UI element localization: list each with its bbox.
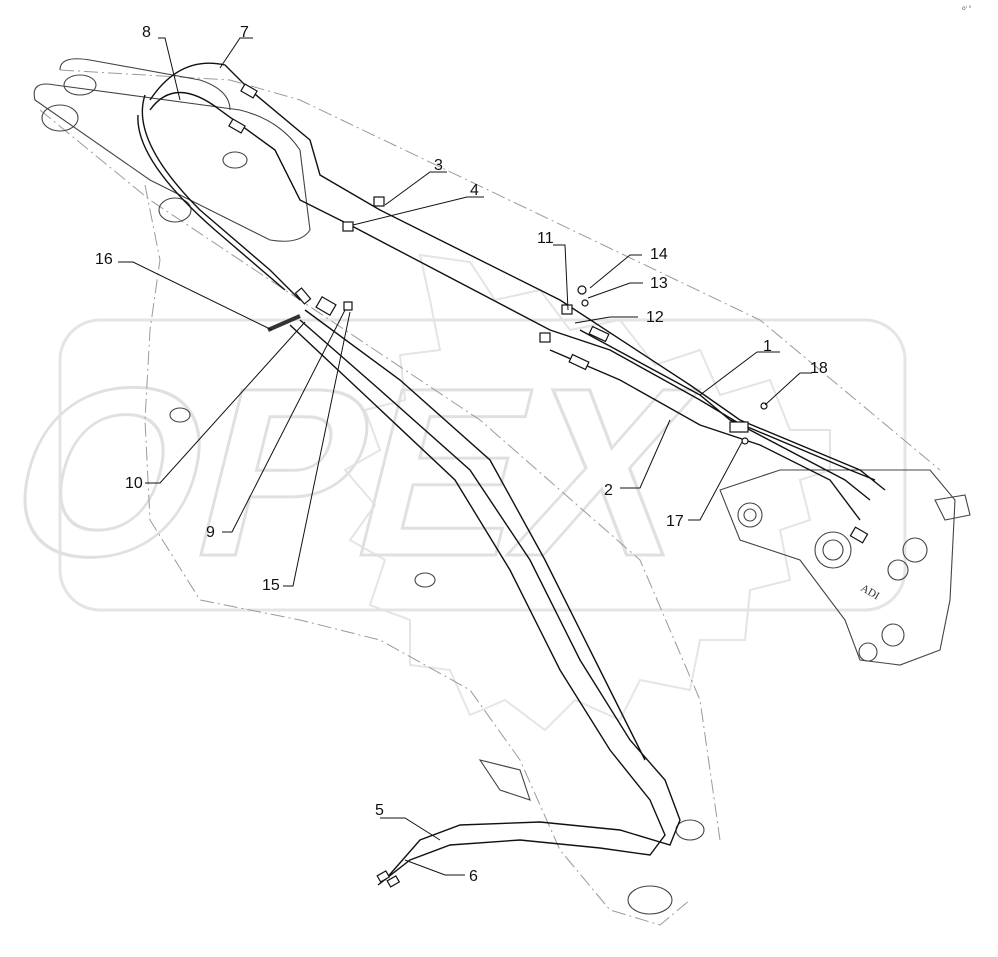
callout-14: 14 [650,246,668,263]
callout-3: 3 [434,157,443,174]
callout-6: 6 [469,868,478,885]
watermark-gear-icon [343,253,831,732]
hose-7 [149,62,886,491]
callout-labels: 1 2 3 4 5 6 7 8 9 10 11 12 13 14 15 16 1… [95,24,828,885]
hose-lower-b [289,324,666,886]
callout-11: 11 [537,230,554,247]
callout-7: 7 [240,24,249,41]
callout-4: 4 [470,182,479,199]
callout-10: 10 [125,475,143,492]
cylinder-marking: ADI [859,582,882,602]
hose-8c [137,114,286,291]
hose-lines [137,62,886,886]
callout-15: 15 [262,577,280,594]
boom-outline [33,58,941,926]
hose-lower-a [299,319,681,881]
callout-leaders [118,37,812,876]
callout-5: 5 [375,802,384,819]
callout-1: 1 [763,338,772,355]
bucket-cylinder-assembly: ADI [719,469,971,666]
hose-8 [149,91,871,501]
callout-17: 17 [666,513,684,530]
callout-16: 16 [95,251,113,268]
watermark-text: OPEX [0,337,719,606]
callout-18: 18 [810,360,828,377]
callout-2: 2 [604,482,613,499]
corner-mark: oᴵ ᴵᴵ [962,5,971,12]
hose-lower-c [304,309,646,761]
callout-13: 13 [650,275,668,292]
hose-8b [141,94,301,301]
callout-9: 9 [206,524,215,541]
fittings [228,83,869,888]
callout-8: 8 [142,24,151,41]
watermark-logo: OPEX [0,253,907,732]
watermark-frame [58,318,907,612]
hose-2 [549,349,861,521]
callout-12: 12 [646,309,664,326]
